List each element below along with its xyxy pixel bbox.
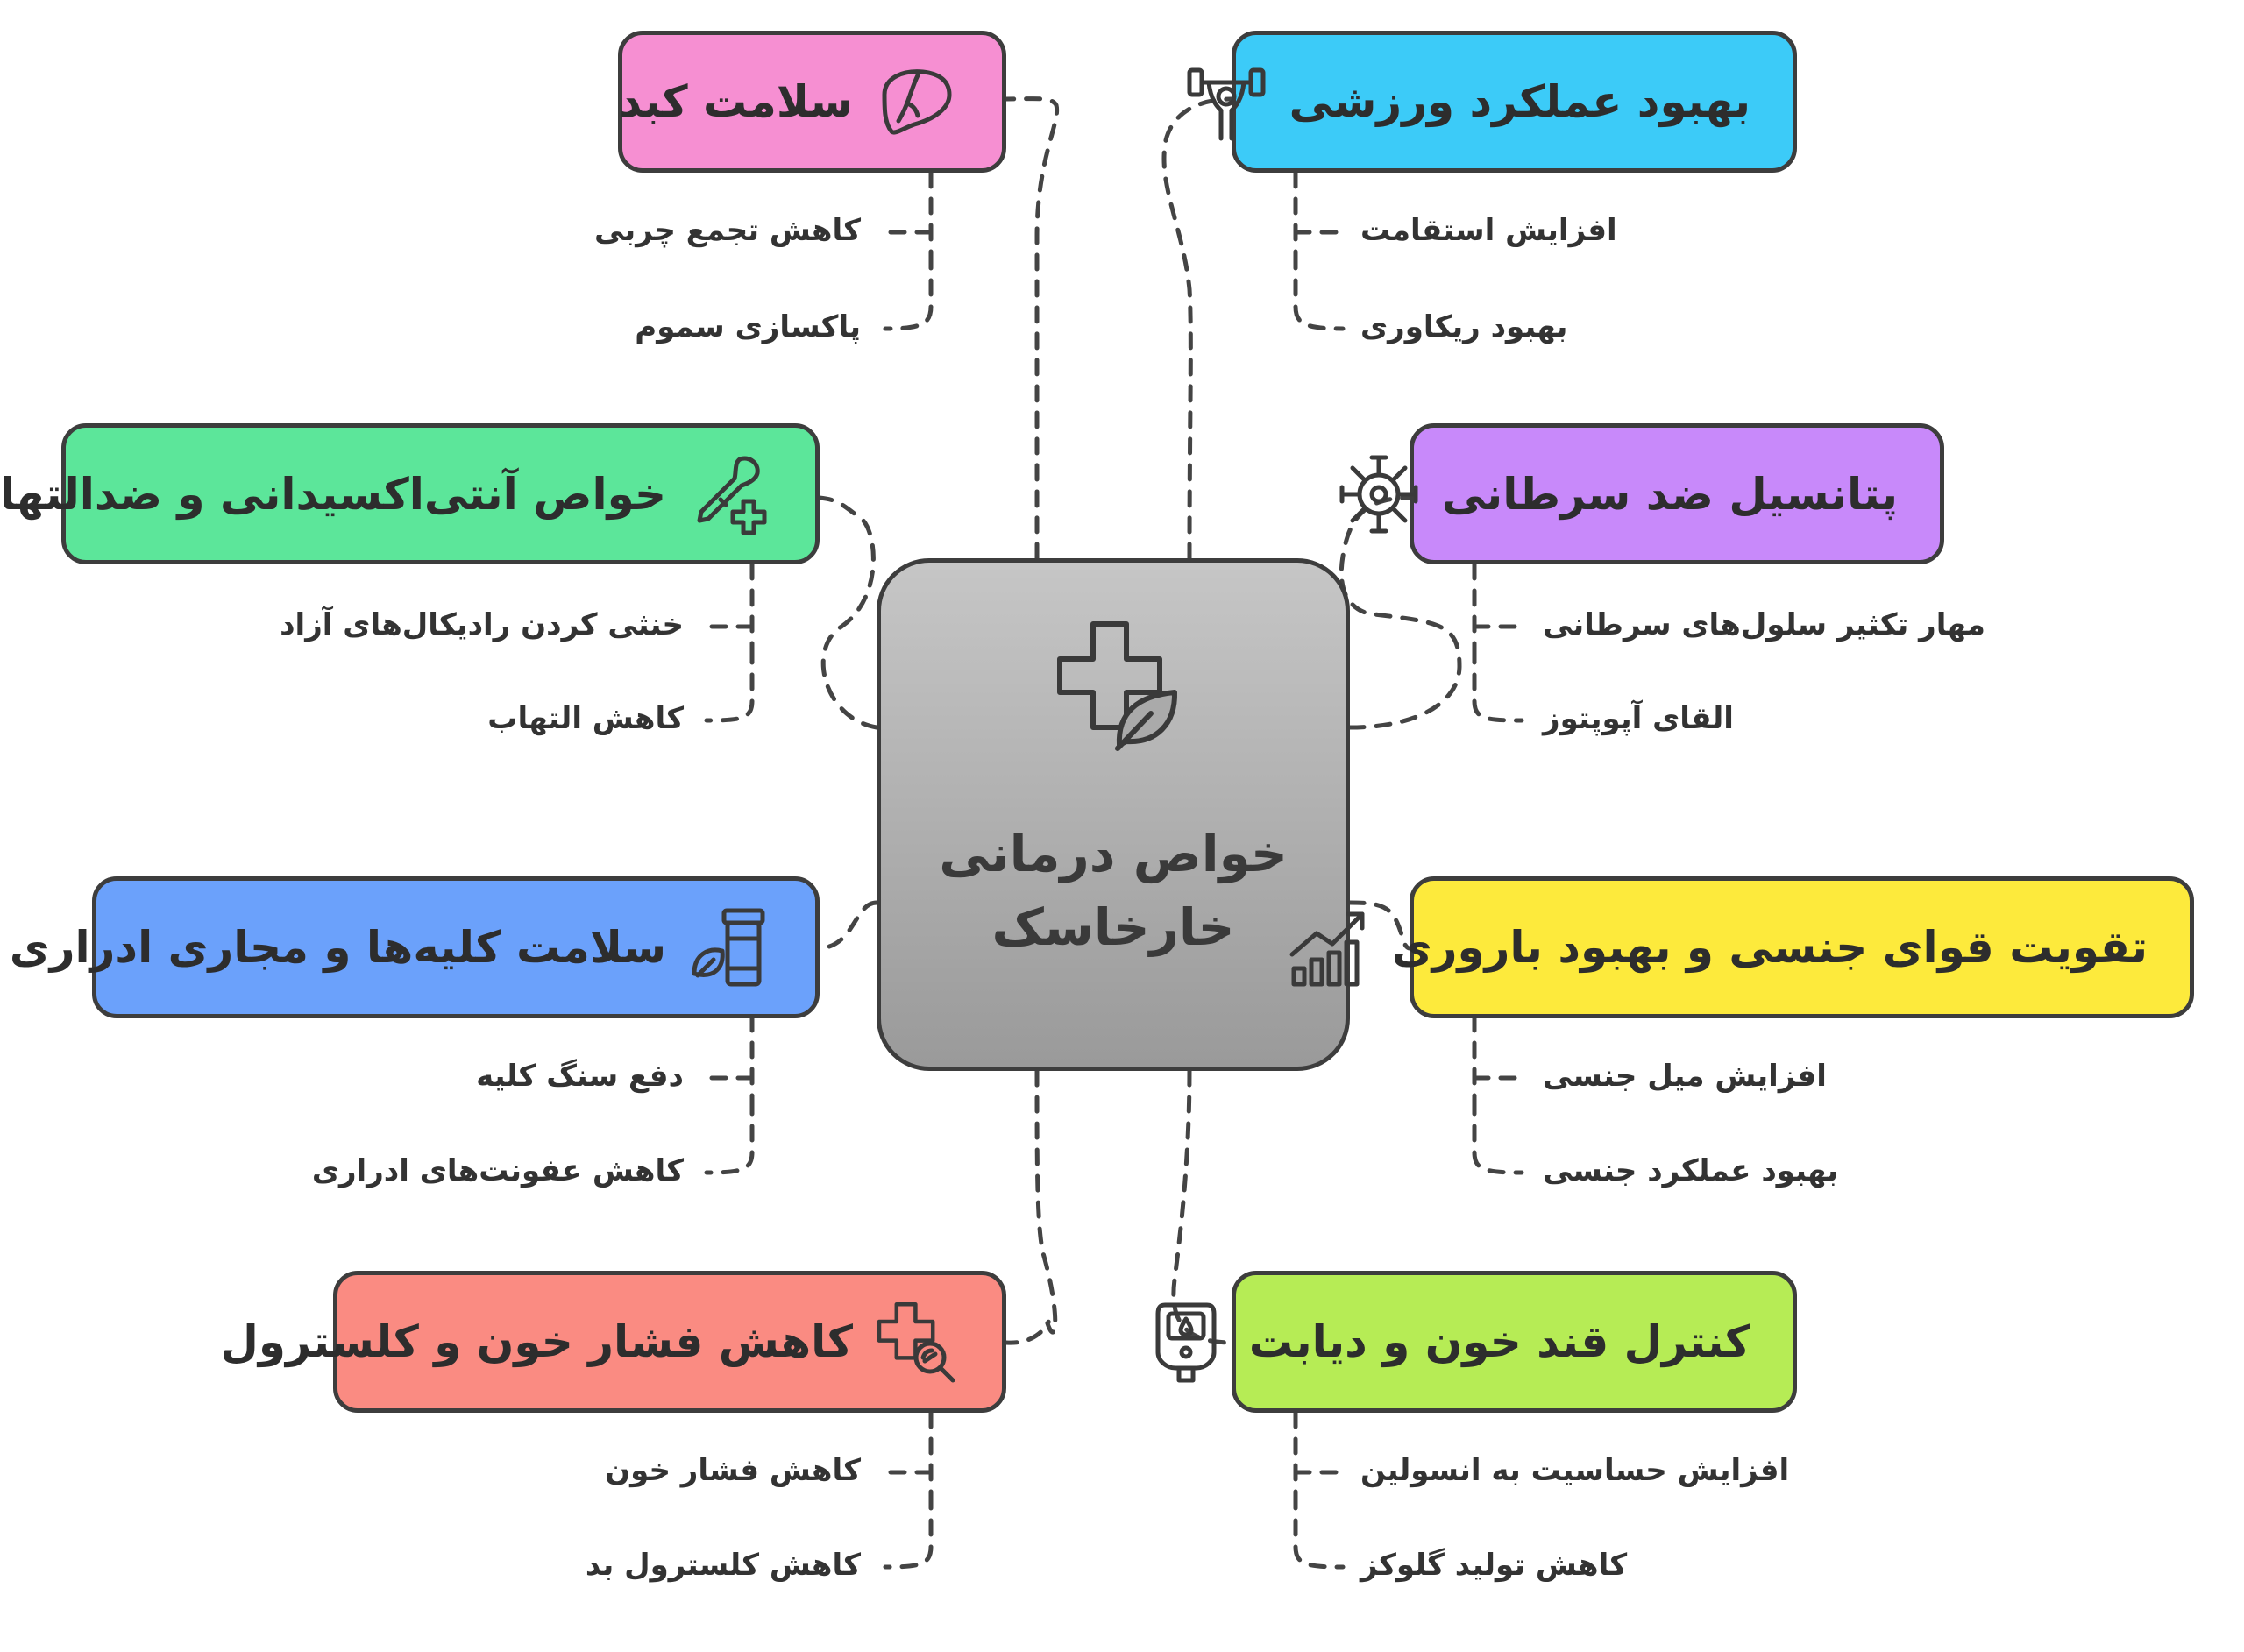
sexual-sub-2: بهبود عملکرد جنسی bbox=[1543, 1153, 1839, 1188]
sport-sub-2: بهبود ریکاوری bbox=[1360, 309, 1568, 344]
node-liver: سلامت کبد bbox=[618, 31, 1006, 173]
blood-sub-1: کاهش فشار خون bbox=[605, 1453, 861, 1488]
connector-cancer bbox=[1339, 495, 1462, 730]
node-sexual-label: تقویت قوای جنسی و بهبود باروری bbox=[1391, 922, 2148, 973]
node-kidney-label: سلامت کلیه‌ها و مجاری ادراری bbox=[9, 922, 666, 973]
node-cancer-label: پتانسیل ضد سرطانی bbox=[1441, 468, 1898, 520]
connector-kidney-sub1 bbox=[704, 1014, 755, 1103]
connector-antioxidant bbox=[817, 495, 879, 730]
connector-liver bbox=[1004, 96, 1060, 561]
connector-sport bbox=[1161, 96, 1234, 561]
sexual-sub-1: افزایش میل جنسی bbox=[1543, 1059, 1827, 1094]
connector-kidney-sub2 bbox=[704, 1097, 755, 1175]
node-blood-label: کاهش فشار خون و کلسترول bbox=[220, 1316, 853, 1367]
connector-sport-sub1 bbox=[1293, 170, 1346, 257]
connector-liver-sub2 bbox=[883, 252, 934, 331]
cell-icon bbox=[1335, 450, 1423, 538]
node-sport-label: بهبود عملکرد ورزشی bbox=[1289, 76, 1750, 127]
diabetes-sub-1: افزایش حساسیت به انسولین bbox=[1360, 1453, 1790, 1488]
connector-sexual-sub2 bbox=[1472, 1097, 1524, 1175]
connector-sport-sub2 bbox=[1293, 252, 1346, 331]
antioxidant-sub-1: خنثی کردن رادیکال‌های آزاد bbox=[280, 607, 684, 642]
node-antioxidant: خواص آنتی‌اکسیدانی و ضدالتهابی bbox=[0, 423, 820, 564]
liver-sub-2: پاکسازی سموم bbox=[635, 309, 861, 344]
connector-sexual bbox=[1347, 900, 1412, 951]
center-node: خواص درمانی خارخاسک bbox=[877, 558, 1350, 1071]
antioxidant-sub-2: کاهش التهاب bbox=[487, 701, 684, 736]
herbal-medicine-icon bbox=[1047, 615, 1188, 755]
blood-sub-2: کاهش کلسترول بد bbox=[585, 1548, 861, 1583]
center-title-line2: خارخاسک bbox=[991, 897, 1235, 957]
connector-kidney bbox=[817, 900, 879, 951]
connector-diabetes-sub1 bbox=[1293, 1410, 1346, 1497]
connector-blood bbox=[1004, 1068, 1058, 1345]
connector-blood-sub2 bbox=[883, 1492, 934, 1570]
node-sexual: تقویت قوای جنسی و بهبود باروری bbox=[1289, 876, 2194, 1018]
cancer-sub-1: مهار تکثیر سلول‌های سرطانی bbox=[1543, 607, 1985, 642]
center-title: خواص درمانی خارخاسک bbox=[881, 817, 1346, 964]
connector-blood-sub1 bbox=[883, 1410, 934, 1497]
diabetes-sub-2: کاهش تولید گلوکز bbox=[1360, 1548, 1628, 1583]
medicine-dropper-icon bbox=[685, 450, 773, 538]
connector-diabetes-sub2 bbox=[1293, 1492, 1346, 1570]
node-liver-label: سلامت کبد bbox=[619, 76, 853, 127]
center-title-line1: خواص درمانی bbox=[939, 824, 1288, 883]
connector-sexual-sub1 bbox=[1472, 1014, 1524, 1103]
connector-antioxidant-sub1 bbox=[704, 562, 755, 651]
kidney-sub-2: کاهش عفونت‌های ادراری bbox=[311, 1153, 684, 1188]
connector-cancer-sub2 bbox=[1472, 646, 1524, 723]
node-cancer: پتانسیل ضد سرطانی bbox=[1339, 423, 1944, 564]
cancer-sub-2: القای آپوپتوز bbox=[1543, 701, 1734, 736]
node-kidney: سلامت کلیه‌ها و مجاری ادراری bbox=[10, 876, 820, 1018]
connector-liver-sub1 bbox=[883, 170, 934, 257]
liver-sub-1: کاهش تجمع چربی bbox=[594, 213, 861, 248]
node-blood: کاهش فشار خون و کلسترول bbox=[221, 1271, 1006, 1413]
node-diabetes-label: کنترل قند خون و دیابت bbox=[1248, 1316, 1750, 1367]
medicine-bottle-icon bbox=[685, 904, 773, 991]
node-antioxidant-label: خواص آنتی‌اکسیدانی و ضدالتهابی bbox=[0, 468, 666, 520]
weightlifting-icon bbox=[1182, 58, 1270, 145]
glucose-meter-icon bbox=[1142, 1298, 1230, 1386]
node-diabetes: کنترل قند خون و دیابت bbox=[1155, 1271, 1797, 1413]
sport-sub-1: افزایش استقامت bbox=[1360, 213, 1617, 248]
connector-antioxidant-sub2 bbox=[704, 646, 755, 723]
node-sport: بهبود عملکرد ورزشی bbox=[1187, 31, 1797, 173]
connector-cancer-sub1 bbox=[1472, 562, 1524, 651]
liver-icon bbox=[872, 58, 960, 145]
health-search-icon bbox=[872, 1298, 960, 1386]
kidney-sub-1: دفع سنگ کلیه bbox=[476, 1059, 684, 1094]
growth-chart-icon bbox=[1285, 904, 1373, 991]
